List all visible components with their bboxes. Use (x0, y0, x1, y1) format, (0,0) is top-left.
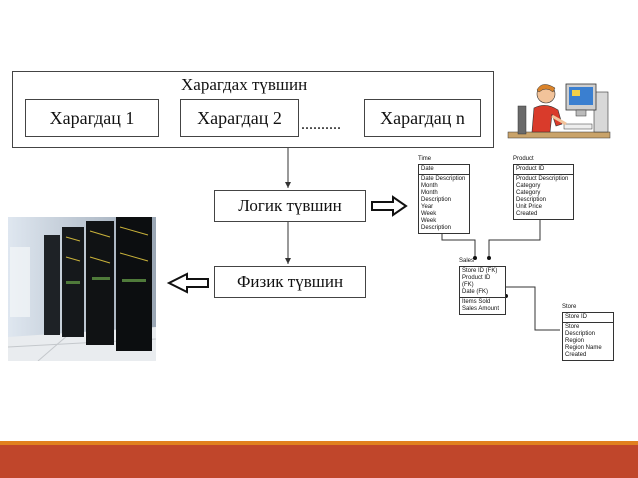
external-level-title: Харагдах түвшин (181, 75, 308, 94)
view-1-box: Харагдац 1 (25, 99, 159, 137)
rel-sales-store (505, 286, 560, 331)
entity-sales: Sales Store ID (FK) Product ID (FK) Date… (459, 258, 506, 315)
entity-product-name: Product (513, 156, 534, 162)
sales-pk: Store ID (FK) (462, 268, 498, 274)
user-at-computer-image (506, 72, 612, 144)
time-attr: Year (421, 204, 434, 210)
product-pk: Product ID (516, 166, 545, 172)
physical-level-box: Физик түвшин (214, 266, 366, 298)
entity-time: Time Date Date Description Month Month D… (418, 156, 470, 234)
time-pk: Date (421, 166, 434, 172)
sales-attr: Sales Amount (462, 306, 500, 312)
store-pk: Store ID (565, 314, 588, 320)
time-attr: Month Description (421, 190, 452, 203)
product-attr: Category Description (516, 190, 547, 203)
hollow-arrow-left (166, 272, 209, 294)
sales-attr: Items Sold (462, 299, 491, 305)
time-attr: Date Description (421, 176, 466, 182)
time-attr: Week Description (421, 218, 452, 231)
sales-pk: Date (FK) (462, 289, 489, 295)
time-attr: Month (421, 183, 438, 189)
server-room-image (8, 217, 156, 361)
product-attr: Category (516, 183, 541, 189)
logical-level-box: Логик түвшин (214, 190, 366, 222)
logical-level-label: Логик түвшин (238, 196, 342, 215)
sales-pk: Product ID (FK) (462, 275, 491, 288)
ellipsis: .......... (301, 116, 341, 133)
entity-sales-name: Sales (459, 258, 475, 264)
store-attr: Region (565, 338, 585, 344)
view-2-label: Харагдац 2 (197, 107, 282, 128)
footer-accent-line (0, 441, 638, 445)
physical-level-label: Физик түвшин (236, 272, 344, 291)
entity-time-name: Time (418, 156, 432, 162)
hollow-arrow-right (371, 195, 408, 217)
store-attr: Store Description (565, 324, 596, 337)
footer-bar (0, 445, 638, 478)
time-attr: Week (421, 211, 437, 217)
entity-store-name: Store (562, 304, 577, 310)
view-1-label: Харагдац 1 (49, 107, 135, 128)
entity-product: Product Product ID Product Description C… (513, 156, 574, 220)
entity-store: Store Store ID Store Description Region … (562, 304, 614, 361)
store-attr: Region Name (565, 345, 602, 351)
product-attr: Product Description (516, 176, 569, 182)
store-attr: Created (565, 352, 587, 358)
view-n-box: Харагдац n (364, 99, 481, 137)
view-n-label: Харагдац n (380, 107, 465, 128)
view-2-box: Харагдац 2 (180, 99, 299, 137)
product-attr: Unit Price (516, 204, 543, 210)
product-attr: Created (516, 211, 538, 217)
